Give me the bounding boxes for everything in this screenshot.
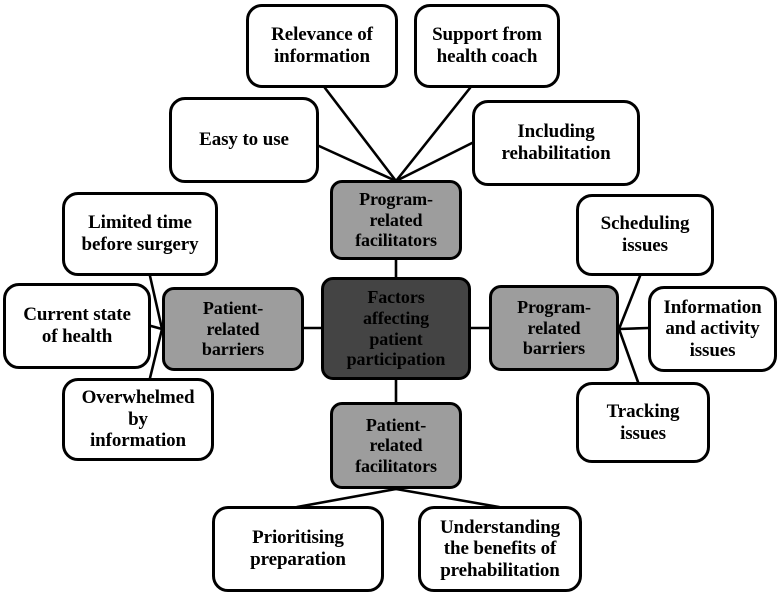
leaf-node-information-and-activity-issues[interactable]: Information and activity issues (648, 286, 777, 372)
branch-node-program-related-facilitators[interactable]: Program- related facilitators (330, 180, 462, 260)
leaf-node-tracking-issues[interactable]: Tracking issues (576, 382, 710, 463)
node-label: Tracking issues (606, 400, 680, 444)
leaf-node-easy-to-use[interactable]: Easy to use (169, 97, 319, 183)
leaf-node-overwhelmed-by-information[interactable]: Overwhelmed by information (62, 378, 214, 461)
node-label: Support from health coach (432, 24, 542, 67)
leaf-node-support-from-health-coach[interactable]: Support from health coach (414, 4, 560, 88)
leaf-node-current-state-of-health[interactable]: Current state of health (3, 283, 151, 369)
connector-line (149, 324, 164, 331)
node-label: Understanding the benefits of prehabilit… (439, 516, 561, 581)
node-label: Relevance of information (271, 24, 373, 67)
branch-node-patient-related-facilitators[interactable]: Patient- related facilitators (330, 402, 462, 489)
leaf-node-limited-time-before-surgery[interactable]: Limited time before surgery (62, 192, 218, 276)
connector-line (617, 274, 642, 331)
connector-line (394, 141, 474, 183)
leaf-node-including-rehabilitation[interactable]: Including rehabilitation (472, 100, 640, 186)
connector-line (617, 326, 650, 331)
node-label: Factors affecting patient participation (346, 287, 446, 370)
node-label: Program- related barriers (517, 297, 591, 359)
connector-line (394, 86, 472, 183)
node-label: Scheduling issues (600, 213, 690, 256)
node-label: Patient- related facilitators (355, 414, 437, 476)
node-label: Limited time before surgery (81, 212, 199, 255)
leaf-node-prioritising-preparation[interactable]: Prioritising preparation (212, 506, 384, 592)
node-label: Prioritising preparation (250, 527, 346, 570)
node-label: Easy to use (199, 129, 289, 151)
connector-line (394, 487, 501, 509)
branch-node-patient-related-barriers[interactable]: Patient- related barriers (162, 287, 304, 371)
node-label: Program- related facilitators (355, 189, 437, 251)
connector-line (148, 327, 164, 380)
node-label: Patient- related barriers (201, 298, 265, 360)
connector-line (317, 144, 398, 183)
leaf-node-scheduling-issues[interactable]: Scheduling issues (576, 194, 714, 276)
node-label: Including rehabilitation (501, 121, 611, 164)
connector-line (148, 274, 164, 331)
node-label: Overwhelmed by information (81, 387, 195, 452)
branch-node-program-related-barriers[interactable]: Program- related barriers (489, 285, 619, 371)
leaf-node-relevance-of-information[interactable]: Relevance of information (246, 4, 398, 88)
connector-line (323, 86, 398, 183)
core-node-core[interactable]: Factors affecting patient participation (321, 277, 471, 380)
connector-line (617, 327, 640, 384)
node-label: Information and activity issues (663, 296, 762, 361)
node-label: Current state of health (23, 304, 131, 347)
leaf-node-understanding-the-benefits-of-prehabilitation[interactable]: Understanding the benefits of prehabilit… (418, 506, 582, 592)
connector-line (295, 487, 398, 509)
